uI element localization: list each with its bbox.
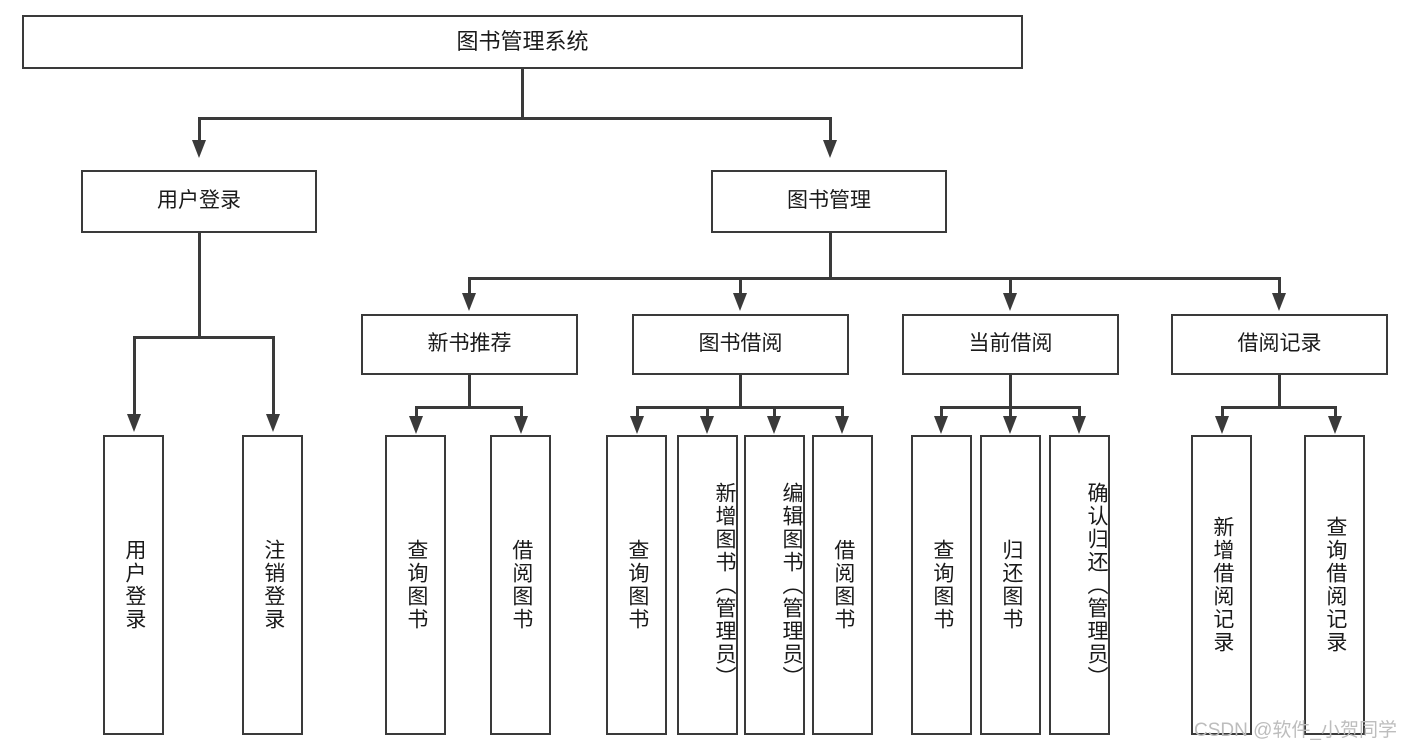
edge-currentborrow-to-leaf3 <box>1078 406 1081 418</box>
arrowhead-bookborrow-to-leaf3 <box>767 416 781 434</box>
node-label: 图书借阅 <box>698 332 783 356</box>
node-label: 新增图书（管理员） <box>713 481 736 689</box>
node-leaf-add-book[interactable]: 新增图书（管理员） <box>677 435 738 735</box>
edge-newbook-bus <box>415 406 522 409</box>
node-label: 新书推荐 <box>427 332 512 356</box>
arrowhead-root-to-userlogin <box>192 140 206 158</box>
node-label: 查询图书 <box>404 539 428 631</box>
edge-bookmgmt-to-bookborrow <box>739 277 742 295</box>
arrowhead-newbook-to-leaf2 <box>514 416 528 434</box>
edge-currentborrow-stem <box>1009 375 1012 408</box>
node-label: 用户登录 <box>157 189 241 213</box>
edge-newbook-stem <box>468 375 471 408</box>
edge-borrowrecord-to-leaf1 <box>1221 406 1224 418</box>
node-label: 图书管理系统 <box>456 29 589 55</box>
node-leaf-query-book-2[interactable]: 查询图书 <box>606 435 667 735</box>
edge-root-bus <box>198 117 832 120</box>
edge-userlogin-to-leaf2 <box>272 336 275 417</box>
node-leaf-borrow-book-2[interactable]: 借阅图书 <box>812 435 873 735</box>
arrowhead-currentborrow-to-leaf3 <box>1072 416 1086 434</box>
node-label: 确认归还（管理员） <box>1085 481 1108 689</box>
node-label: 查询图书 <box>625 539 649 631</box>
arrowhead-bookborrow-to-leaf4 <box>835 416 849 434</box>
node-root-book-management-system[interactable]: 图书管理系统 <box>22 15 1023 69</box>
edge-bookborrow-to-leaf2 <box>706 406 709 418</box>
node-label: 当前借阅 <box>968 332 1053 356</box>
node-label: 用户登录 <box>122 539 146 631</box>
node-leaf-logout-login[interactable]: 注销登录 <box>242 435 303 735</box>
arrowhead-bookmgmt-to-currentborrow <box>1003 293 1017 311</box>
edge-bookborrow-stem <box>739 375 742 408</box>
edge-borrowrecord-bus <box>1221 406 1336 409</box>
edge-bookmgmt-stem <box>829 233 832 278</box>
node-new-book-recommend[interactable]: 新书推荐 <box>361 314 578 375</box>
edge-userlogin-bus <box>133 336 275 339</box>
arrowhead-currentborrow-to-leaf2 <box>1003 416 1017 434</box>
arrowhead-bookborrow-to-leaf2 <box>700 416 714 434</box>
node-label: 借阅记录 <box>1237 332 1322 356</box>
edge-root-to-userlogin <box>198 117 201 143</box>
arrowhead-root-to-bookmgmt <box>823 140 837 158</box>
edge-borrowrecord-to-leaf2 <box>1334 406 1337 418</box>
node-label: 编辑图书（管理员） <box>780 481 803 689</box>
edge-userlogin-stem <box>198 233 201 337</box>
edge-newbook-to-leaf2 <box>520 406 523 418</box>
node-leaf-query-book-1[interactable]: 查询图书 <box>385 435 446 735</box>
arrowhead-currentborrow-to-leaf1 <box>934 416 948 434</box>
arrowhead-bookmgmt-to-newbook <box>462 293 476 311</box>
arrowhead-userlogin-to-leaf1 <box>127 414 141 432</box>
node-label: 新增借阅记录 <box>1210 516 1234 654</box>
edge-bookborrow-bus <box>636 406 843 409</box>
node-label: 查询图书 <box>930 539 954 631</box>
arrowhead-newbook-to-leaf1 <box>409 416 423 434</box>
edge-bookborrow-to-leaf1 <box>636 406 639 418</box>
node-leaf-query-book-3[interactable]: 查询图书 <box>911 435 972 735</box>
edge-currentborrow-to-leaf2 <box>1009 406 1012 418</box>
node-label: 注销登录 <box>261 539 285 631</box>
edge-borrowrecord-stem <box>1278 375 1281 408</box>
node-user-login[interactable]: 用户登录 <box>81 170 317 233</box>
node-borrow-record[interactable]: 借阅记录 <box>1171 314 1388 375</box>
node-leaf-add-borrow-record[interactable]: 新增借阅记录 <box>1191 435 1252 735</box>
edge-root-to-bookmgmt <box>829 117 832 143</box>
edge-root-stem <box>521 69 524 118</box>
arrowhead-userlogin-to-leaf2 <box>266 414 280 432</box>
node-leaf-borrow-book-1[interactable]: 借阅图书 <box>490 435 551 735</box>
node-leaf-query-borrow-record[interactable]: 查询借阅记录 <box>1304 435 1365 735</box>
arrowhead-bookmgmt-to-borrowrecord <box>1272 293 1286 311</box>
node-leaf-edit-book[interactable]: 编辑图书（管理员） <box>744 435 805 735</box>
edge-bookborrow-to-leaf3 <box>773 406 776 418</box>
edge-bookmgmt-bus <box>468 277 1280 280</box>
edge-newbook-to-leaf1 <box>415 406 418 418</box>
edge-bookmgmt-to-newbook <box>468 277 471 295</box>
node-label: 归还图书 <box>999 539 1023 631</box>
edge-bookborrow-to-leaf4 <box>841 406 844 418</box>
arrowhead-borrowrecord-to-leaf1 <box>1215 416 1229 434</box>
node-leaf-return-book[interactable]: 归还图书 <box>980 435 1041 735</box>
edge-bookmgmt-to-currentborrow <box>1009 277 1012 295</box>
node-label: 图书管理 <box>787 189 871 213</box>
arrowhead-bookmgmt-to-bookborrow <box>733 293 747 311</box>
edge-bookmgmt-to-borrowrecord <box>1278 277 1281 295</box>
node-label: 查询借阅记录 <box>1323 516 1347 654</box>
arrowhead-borrowrecord-to-leaf2 <box>1328 416 1342 434</box>
node-label: 借阅图书 <box>509 539 533 631</box>
node-book-borrow[interactable]: 图书借阅 <box>632 314 849 375</box>
node-label: 借阅图书 <box>831 539 855 631</box>
node-leaf-confirm-return[interactable]: 确认归还（管理员） <box>1049 435 1110 735</box>
edge-currentborrow-to-leaf1 <box>940 406 943 418</box>
node-current-borrow[interactable]: 当前借阅 <box>902 314 1119 375</box>
node-leaf-user-login[interactable]: 用户登录 <box>103 435 164 735</box>
edge-userlogin-to-leaf1 <box>133 336 136 417</box>
node-book-management[interactable]: 图书管理 <box>711 170 947 233</box>
arrowhead-bookborrow-to-leaf1 <box>630 416 644 434</box>
